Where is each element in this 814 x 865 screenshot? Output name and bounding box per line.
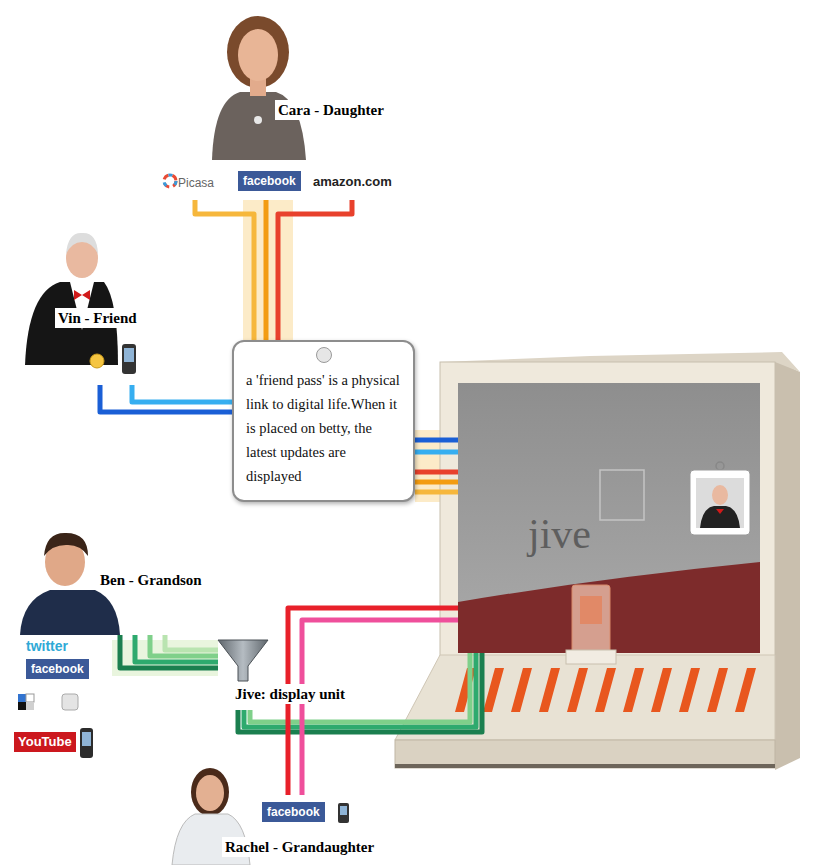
connector-strand bbox=[415, 470, 458, 475]
person-card-text: Vin - Friend bbox=[55, 308, 140, 328]
callout-note: a 'friend pass' is a physical link to di… bbox=[232, 340, 415, 502]
callout-note-text: a 'friend pass' is a physical link to di… bbox=[246, 368, 403, 488]
connector bbox=[120, 635, 218, 668]
connector-strand bbox=[100, 385, 232, 412]
connector-strand bbox=[150, 635, 218, 656]
service-logo: twitter bbox=[26, 637, 68, 655]
logo-text: YouTube bbox=[14, 732, 76, 752]
logo-text: Picasa bbox=[178, 175, 214, 191]
funnel-unit: Jive: display unit bbox=[218, 638, 418, 710]
person-card: Vin - Friend bbox=[25, 230, 180, 385]
connector-strand bbox=[302, 620, 458, 795]
person-card-text: Rachel - Grandaughter bbox=[222, 837, 377, 857]
connector-strand bbox=[135, 635, 218, 662]
logo-text: amazon.com bbox=[313, 174, 392, 190]
person-card: Rachel - Grandaughter bbox=[175, 795, 455, 863]
connector bbox=[100, 385, 232, 412]
logo-text: facebook bbox=[26, 659, 89, 679]
service-logo: amazon.com bbox=[313, 172, 392, 190]
person-card-text: Cara - Daughter bbox=[275, 100, 387, 120]
connector bbox=[415, 440, 458, 492]
display-screen: jive bbox=[458, 383, 760, 653]
service-logo: Picasa bbox=[178, 173, 214, 191]
connector-strand bbox=[195, 200, 254, 340]
band bbox=[243, 200, 293, 340]
jive-device bbox=[395, 352, 800, 770]
card-slots bbox=[455, 668, 756, 712]
connector-strand bbox=[278, 200, 352, 340]
service-logo: facebook bbox=[262, 802, 325, 822]
funnel-symbol bbox=[218, 640, 268, 681]
hanger-hole bbox=[316, 347, 332, 363]
cara-photo bbox=[212, 16, 306, 160]
connector-strand bbox=[120, 635, 218, 668]
logo-text: facebook bbox=[262, 802, 325, 822]
service-logo: facebook bbox=[26, 659, 89, 679]
logo-text: facebook bbox=[238, 171, 301, 191]
service-logo: facebook bbox=[238, 171, 301, 191]
connector bbox=[195, 200, 352, 340]
connector-strand bbox=[415, 450, 458, 455]
vin-icons bbox=[90, 344, 136, 374]
friend-pass-card bbox=[566, 585, 616, 664]
rachel-phone-icon bbox=[338, 803, 349, 823]
connector-strand bbox=[415, 490, 458, 495]
connector-strand bbox=[415, 438, 458, 443]
service-logo: YouTube bbox=[14, 732, 76, 752]
person-card-text: Ben - Grandson bbox=[97, 570, 205, 590]
vin-photo bbox=[25, 233, 118, 365]
friend-pass-tag bbox=[690, 462, 750, 535]
funnel-unit-text: Jive: display unit bbox=[232, 684, 348, 704]
display-screen-text: jive bbox=[528, 511, 591, 557]
person-card: Cara - Daughter bbox=[160, 10, 440, 200]
picasa-icon bbox=[164, 175, 176, 187]
connector-strand bbox=[165, 635, 218, 650]
logo-text: twitter bbox=[26, 638, 68, 654]
connector-strand bbox=[264, 200, 269, 340]
connector-strand bbox=[415, 480, 458, 485]
connector-strand bbox=[132, 385, 232, 402]
person-card: Ben - Grandson bbox=[15, 525, 215, 635]
